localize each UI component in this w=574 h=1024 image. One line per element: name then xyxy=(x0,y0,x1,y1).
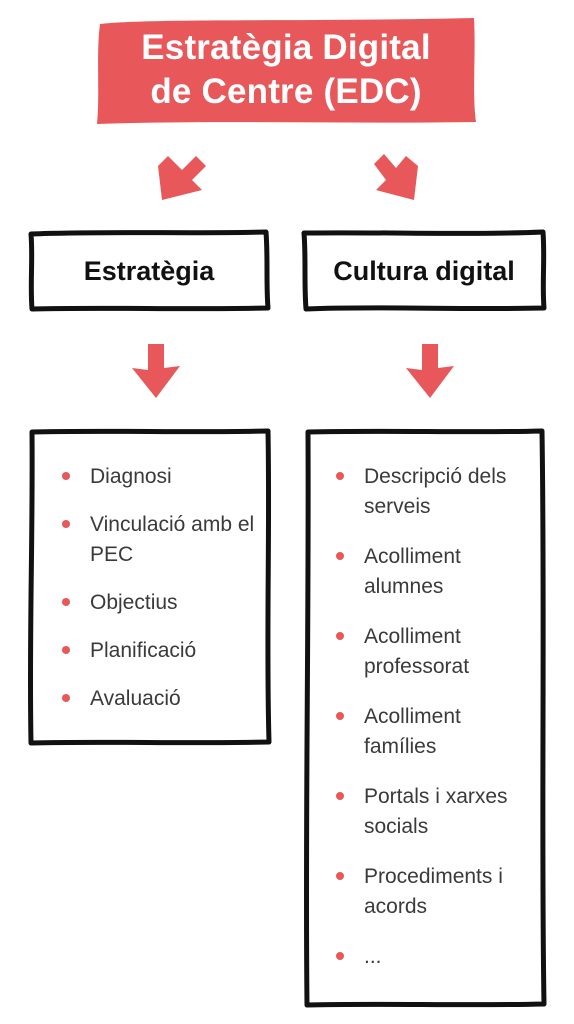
list-item: Descripció dels serveis xyxy=(334,462,538,522)
bullet-icon xyxy=(336,632,344,640)
bullet-icon xyxy=(336,552,344,560)
list-item: Planificació xyxy=(60,636,260,666)
arrow-down-icon xyxy=(406,344,454,398)
bullet-icon xyxy=(62,472,70,480)
list-box-frame xyxy=(303,428,547,1008)
arrow-down-left-icon xyxy=(158,156,206,200)
list-item: Objectius xyxy=(60,588,260,618)
title-line-1: Estratègia Digital xyxy=(141,28,431,67)
title-line-2: de Centre (EDC) xyxy=(150,72,422,111)
list-estrategia: Diagnosi Vinculació amb el PEC Objectius… xyxy=(60,462,260,714)
bullet-icon xyxy=(62,694,70,702)
bullet-icon xyxy=(336,472,344,480)
title-banner-background xyxy=(97,18,476,124)
list-item: ... xyxy=(334,942,538,972)
title-banner: Estratègia Digital de Centre (EDC) xyxy=(94,14,478,126)
list-item: Diagnosi xyxy=(60,462,260,492)
list-item: Portals i xarxes socials xyxy=(334,782,538,842)
list-item: Acolliment alumnes xyxy=(334,542,538,602)
list-box-frame xyxy=(27,428,272,746)
bullet-icon xyxy=(62,598,70,606)
bullet-icon xyxy=(336,872,344,880)
heading-box-frame xyxy=(301,229,547,312)
list-item: Procediments i acords xyxy=(334,862,538,922)
list-item: Acolliment famílies xyxy=(334,702,538,762)
bullet-icon xyxy=(336,712,344,720)
list-item: Acolliment professorat xyxy=(334,622,538,682)
list-cultura-digital: Descripció dels serveis Acolliment alumn… xyxy=(334,462,538,972)
bullet-icon xyxy=(336,792,344,800)
bullet-icon xyxy=(62,520,70,528)
title-text: Estratègia Digital de Centre (EDC) xyxy=(94,14,478,126)
arrow-down-icon xyxy=(132,344,180,398)
heading-box-frame xyxy=(28,229,271,312)
list-item: Vinculació amb el PEC xyxy=(60,510,260,570)
bullet-icon xyxy=(62,646,70,654)
list-item: Avaluació xyxy=(60,684,260,714)
list-box-cultura-digital: Descripció dels serveis Acolliment alumn… xyxy=(302,426,548,1010)
heading-box-cultura-digital: Cultura digital xyxy=(300,228,548,314)
list-box-estrategia: Diagnosi Vinculació amb el PEC Objectius… xyxy=(26,426,274,748)
heading-cultura-digital: Cultura digital xyxy=(333,255,515,286)
bullet-icon xyxy=(336,952,344,960)
heading-estrategia: Estratègia xyxy=(83,255,215,286)
heading-box-estrategia: Estratègia xyxy=(26,228,272,314)
arrow-down-right-icon xyxy=(374,154,418,200)
